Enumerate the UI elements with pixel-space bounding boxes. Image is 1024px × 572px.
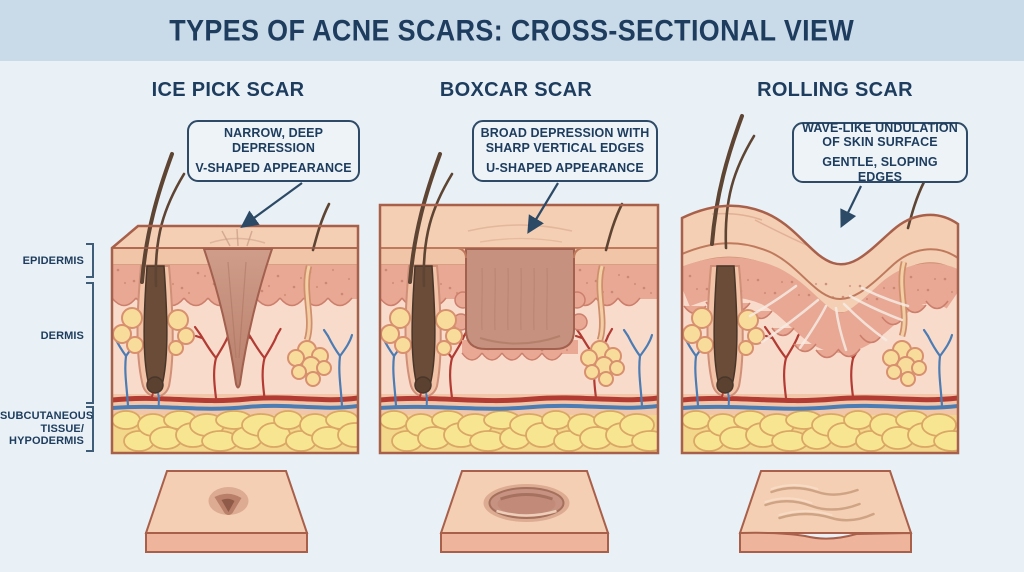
skin-cross-sections: [110, 114, 960, 455]
surface-slab-icepick: [144, 470, 309, 553]
layer-label-dermis: DERMIS: [40, 330, 84, 342]
scar-shape: [748, 284, 910, 352]
cross-section-boxcar: [378, 152, 660, 455]
callout-rolling-line1: WAVE-LIKE UNDULATION OF SKIN SURFACE: [802, 120, 958, 150]
surface-slab-boxcar: [439, 470, 610, 553]
scar-shape: [457, 247, 583, 350]
panel-title-ice-pick-scar: ICE PICK SCAR: [151, 79, 305, 101]
callout-ice-pick: NARROW, DEEP DEPRESSION V-SHAPED APPEARA…: [187, 120, 360, 182]
layer-label-subcutaneous: SUBCUTANEOUS TISSUE/ HYPODERMIS: [0, 410, 94, 448]
hair-icon: [604, 202, 624, 252]
callout-pointer-arrows: [240, 182, 862, 234]
sebaceous-gland: [380, 307, 463, 356]
hair-icon: [710, 114, 756, 250]
cross-section-icepick: [110, 152, 360, 455]
callout-rolling: WAVE-LIKE UNDULATION OF SKIN SURFACE GEN…: [792, 120, 968, 184]
sebaceous-gland: [112, 307, 195, 356]
fat-layer: [380, 410, 658, 453]
callout-rolling-line2: GENTLE, SLOPING EDGES: [822, 155, 938, 184]
hair-icon: [906, 180, 926, 230]
hair-icon: [140, 152, 186, 288]
hair-icon: [311, 202, 331, 252]
sweat-gland: [580, 265, 625, 387]
hair-icon: [408, 152, 454, 288]
callout-ice-pick-line2: V-SHAPED APPEARANCE: [195, 160, 352, 175]
layer-label-epidermis: EPIDERMIS: [22, 255, 84, 267]
callout-boxcar: BROAD DEPRESSION WITH SHARP VERTICAL EDG…: [472, 120, 658, 182]
fibrous-strands: [748, 284, 910, 352]
callout-boxcar-line1: BROAD DEPRESSION WITH SHARP VERTICAL EDG…: [480, 126, 650, 156]
header-band: TYPES OF ACNE SCARS: CROSS-SECTIONAL VIE…: [0, 0, 1024, 61]
sebaceous-gland: [682, 307, 765, 356]
hair-follicle: [682, 265, 765, 408]
panel-title-rolling-scar: ROLLING SCAR: [757, 79, 913, 101]
fat-layer: [682, 410, 958, 453]
page-title: TYPES OF ACNE SCARS: CROSS-SECTIONAL VIE…: [169, 13, 855, 47]
hair-follicle: [112, 265, 195, 408]
surface-slab-rolling: [738, 470, 913, 553]
callout-boxcar-line2: U-SHAPED APPEARANCE: [486, 160, 644, 175]
scar-shape: [202, 228, 274, 389]
fat-layer: [112, 410, 358, 453]
panel-title-boxcar-scar: BOXCAR SCAR: [439, 79, 593, 101]
surface-view-slabs: [144, 470, 913, 553]
sweat-gland: [287, 265, 332, 387]
hair-follicle: [380, 265, 463, 408]
layer-brackets: [86, 243, 94, 452]
callout-ice-pick-line1: NARROW, DEEP DEPRESSION: [223, 126, 324, 156]
sweat-gland: [882, 261, 927, 387]
